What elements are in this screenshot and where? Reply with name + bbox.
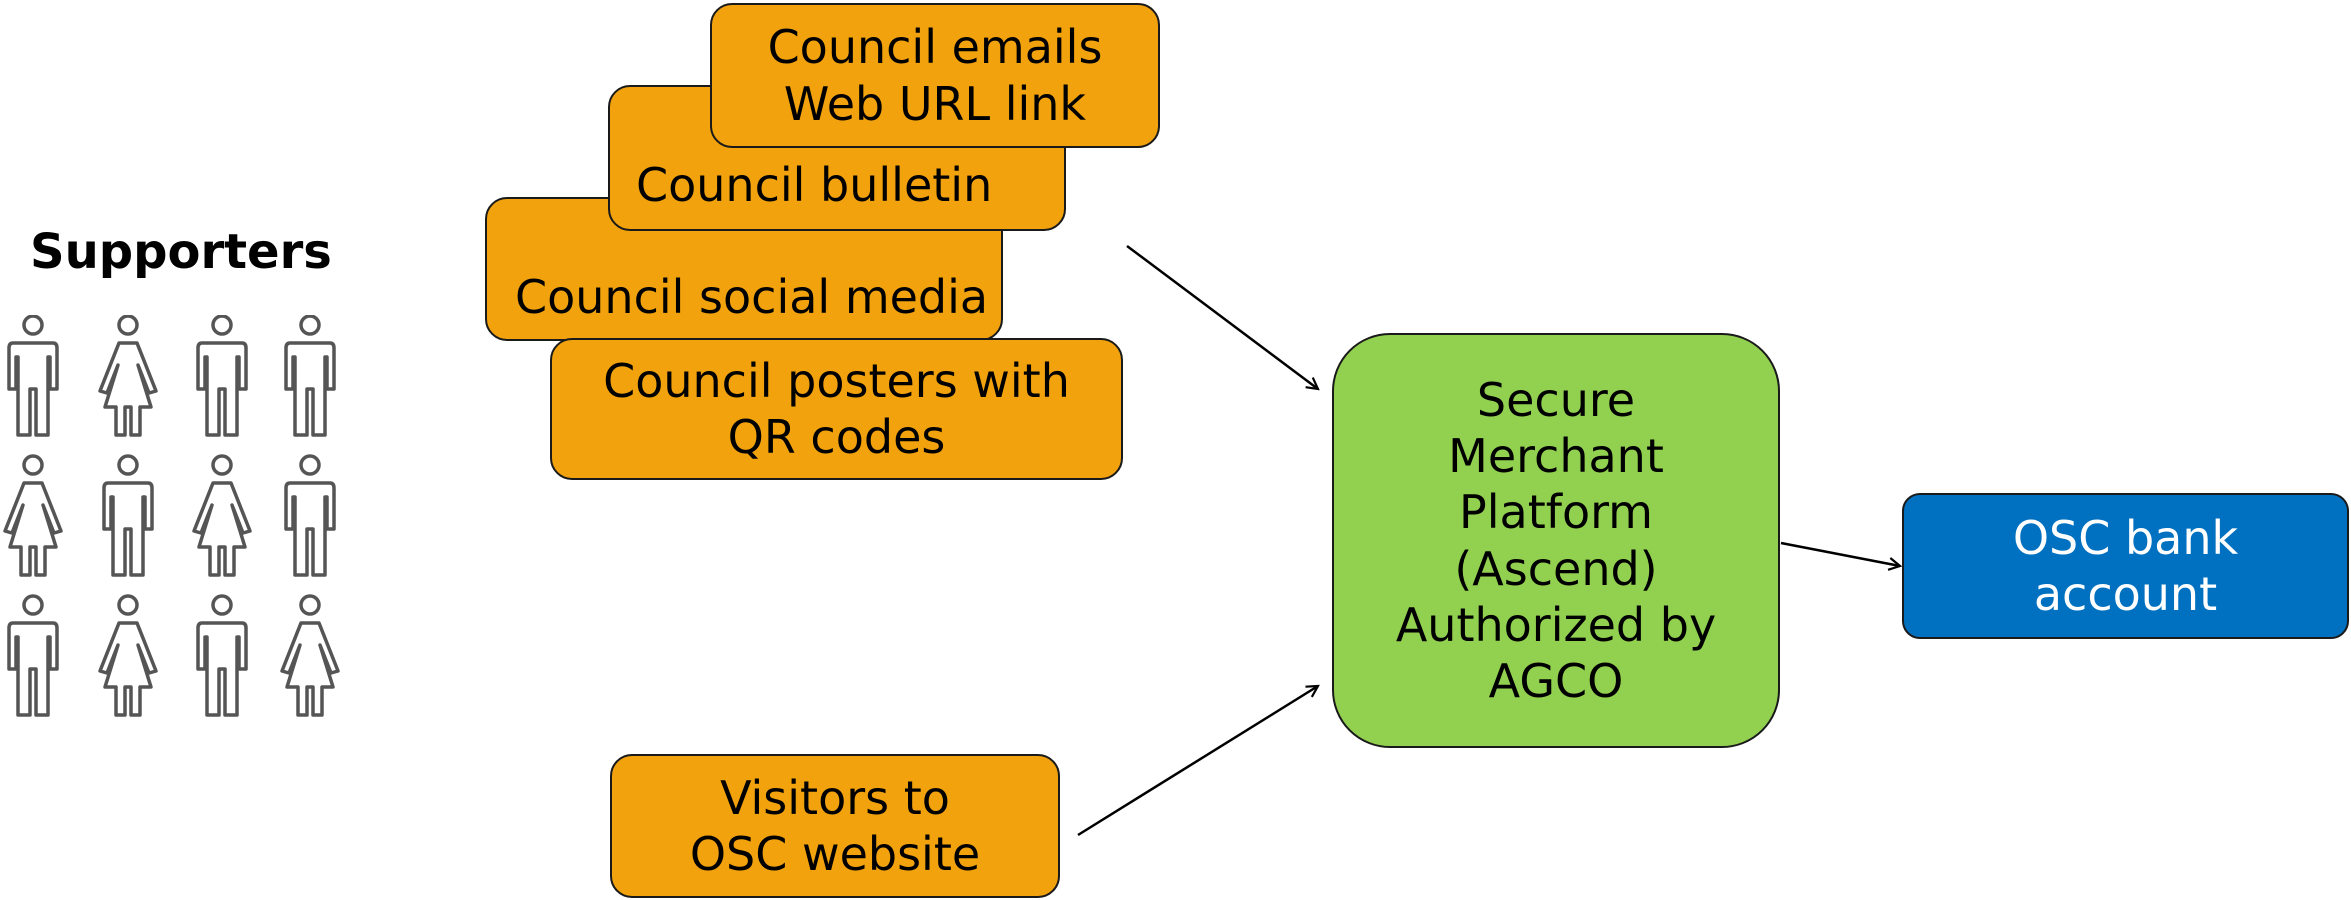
male-person-icon <box>7 594 59 717</box>
osc-website-visitors-box: Visitors to OSC website <box>610 754 1060 898</box>
supporters-icon-grid <box>3 315 340 717</box>
council-bulletin-label: Council bulletin <box>636 157 993 212</box>
female-person-icon <box>192 454 252 577</box>
supporters-title: Supporters <box>30 224 332 280</box>
female-person-icon <box>98 315 158 437</box>
platform-line-6: AGCO <box>1488 653 1624 708</box>
platform-line-3: Platform <box>1459 485 1653 540</box>
female-person-icon <box>98 594 158 717</box>
council-posters-line-1: Council posters with <box>603 353 1070 408</box>
bank-line-1: OSC bank <box>2012 510 2239 565</box>
arrow-channels-to-platform <box>1126 244 1318 389</box>
platform-line-2: Merchant <box>1448 429 1664 484</box>
arrow-platform-to-bank <box>1780 541 1900 566</box>
arrow-visitors-to-platform <box>1077 686 1318 837</box>
bank-line-2: account <box>2033 567 2218 621</box>
visitors-line-1: Visitors to <box>720 770 950 825</box>
male-person-icon <box>284 454 336 577</box>
male-person-icon <box>196 315 248 437</box>
male-person-icon <box>284 315 336 437</box>
council-emails-line-1: Council emails <box>767 20 1103 75</box>
platform-line-1: Secure <box>1476 373 1636 428</box>
female-person-icon <box>280 594 340 717</box>
council-emails-box: Council emails Web URL link <box>710 3 1160 148</box>
male-person-icon <box>7 315 59 437</box>
male-person-icon <box>196 594 248 717</box>
secure-merchant-platform-box: Secure Merchant Platform (Ascend) Author… <box>1332 333 1780 748</box>
platform-line-4: (Ascend) <box>1454 541 1658 596</box>
council-social-media-label: Council social media <box>515 269 989 324</box>
council-emails-line-2: Web URL link <box>783 76 1087 131</box>
platform-line-5: Authorized by <box>1395 597 1717 652</box>
council-posters-box: Council posters with QR codes <box>550 338 1123 480</box>
female-person-icon <box>3 454 63 577</box>
visitors-line-2: OSC website <box>689 827 981 881</box>
male-person-icon <box>102 454 154 577</box>
osc-bank-account-box: OSC bank account <box>1902 493 2349 639</box>
council-posters-line-2: QR codes <box>727 410 946 464</box>
